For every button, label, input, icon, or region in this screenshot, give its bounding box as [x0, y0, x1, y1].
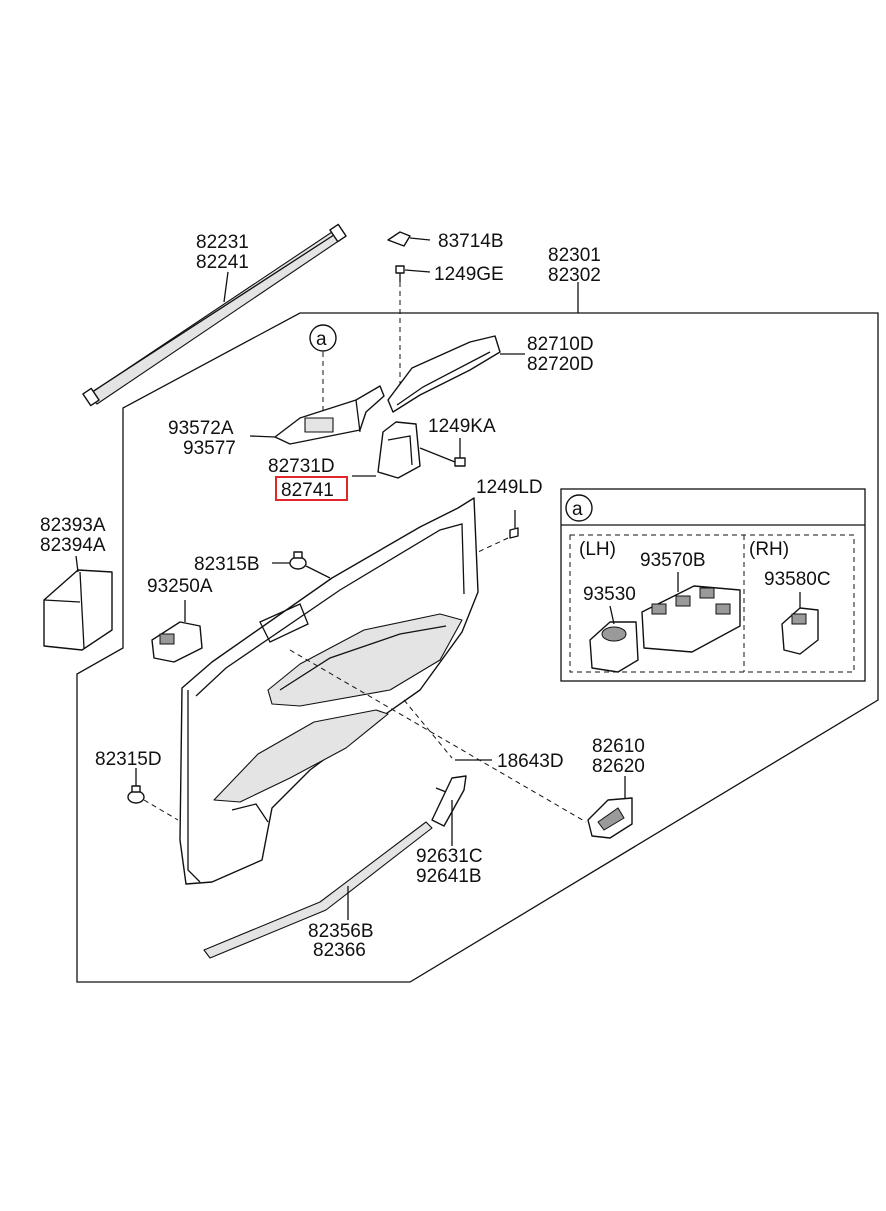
detail-lh: (LH): [579, 539, 616, 560]
clip-83714b: [387, 231, 431, 247]
callout-a-label: a: [316, 329, 327, 350]
inside-handle-82610: [587, 797, 633, 839]
lamp-92631c: [431, 775, 467, 827]
label-93580c: 93580C: [764, 569, 831, 590]
weatherstrip-part: [82, 223, 347, 407]
switch-panel-93572a: [274, 385, 385, 445]
label-83714b: 83714B: [438, 231, 504, 252]
pull-handle-82731d: [377, 421, 421, 479]
label-1249ka: 1249KA: [428, 416, 496, 437]
label-82731d: 82731D: [268, 456, 335, 477]
assembly-frame: [76, 312, 879, 983]
label-1249ge: 1249GE: [434, 264, 504, 285]
label-82315b: 82315B: [194, 554, 260, 575]
armrest-82710d: [387, 335, 501, 413]
label-82710d: 82710D: [527, 334, 594, 355]
screw-1249ld: [509, 510, 519, 539]
label-92631c: 92631C: [416, 846, 483, 867]
label-18643d: 18643D: [497, 751, 564, 772]
label-82366: 82366: [313, 940, 366, 961]
pad-82393a: [43, 569, 113, 651]
label-82610: 82610: [592, 736, 645, 757]
switch-93250a: [151, 621, 203, 663]
clip-82315d: [127, 785, 145, 804]
label-82315d: 82315D: [95, 749, 162, 770]
switch-93570b: [641, 572, 741, 653]
label-82301: 82301: [548, 245, 601, 266]
label-82620: 82620: [592, 756, 645, 777]
detail-title: a: [572, 499, 583, 520]
bottom-strip-82356b: [203, 821, 433, 959]
clip-82315b: [289, 551, 307, 570]
label-93570b: 93570B: [640, 550, 706, 571]
door-trim-panel: [179, 497, 479, 885]
callout-a-circle: [309, 324, 337, 352]
detail-rh: (RH): [749, 539, 789, 560]
label-82394a: 82394A: [40, 535, 106, 556]
label-82356b: 82356B: [308, 921, 374, 942]
detail-box-a: a (LH) (RH) 93570B 93530 93580C: [560, 488, 866, 682]
label-93577: 93577: [183, 438, 236, 459]
label-82241: 82241: [196, 252, 249, 273]
label-82231: 82231: [196, 232, 249, 253]
label-93250a: 93250A: [147, 576, 213, 597]
switch-93530: [589, 605, 639, 673]
label-92641b: 92641B: [416, 866, 482, 887]
label-1249ld: 1249LD: [476, 477, 543, 498]
label-82393a: 82393A: [40, 515, 106, 536]
part-82741-highlight: [275, 476, 348, 501]
screw-1249ge: [395, 265, 431, 282]
switch-93580c: [781, 592, 819, 655]
screw-1249ka: [454, 438, 466, 467]
label-93572a: 93572A: [168, 418, 234, 439]
label-82720d: 82720D: [527, 354, 594, 375]
label-82741: 82741: [281, 480, 334, 501]
label-82302: 82302: [548, 265, 601, 286]
label-93530: 93530: [583, 584, 636, 605]
